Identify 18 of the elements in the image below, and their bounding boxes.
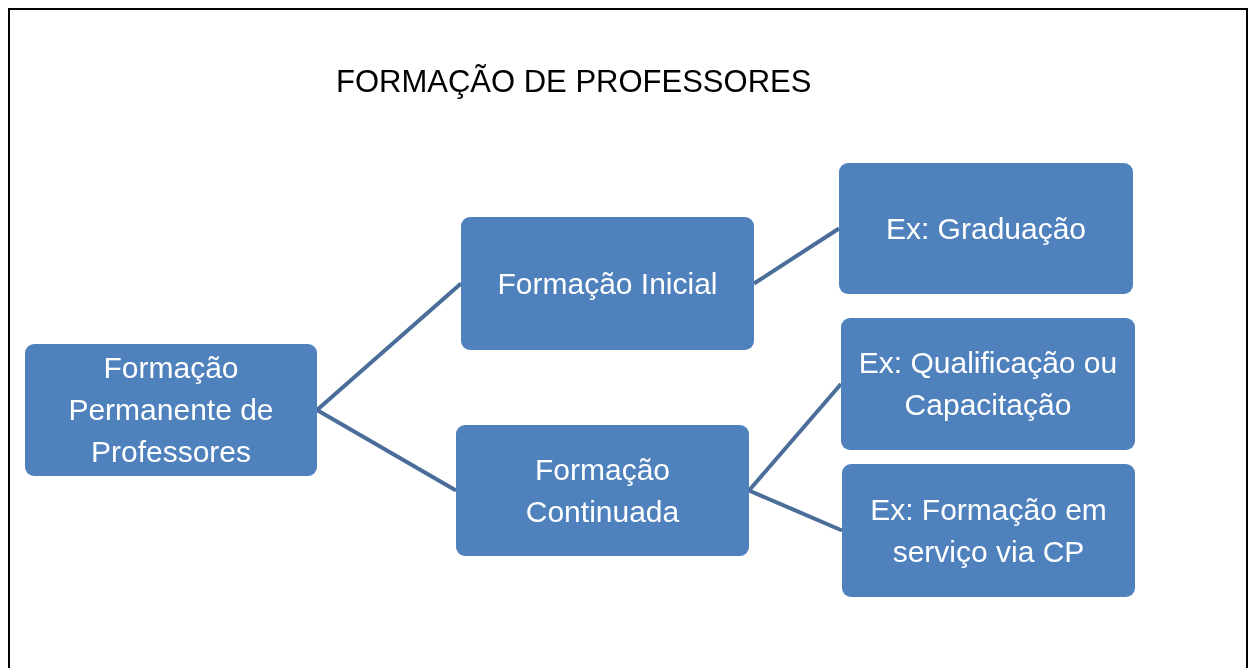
connector-line (752, 226, 841, 286)
diagram-title: FORMAÇÃO DE PROFESSORES (336, 64, 812, 100)
connector-line (747, 382, 843, 492)
process-box (842, 464, 1135, 597)
connector-line (748, 488, 843, 533)
box-label: Formação Continuada (524, 451, 681, 530)
box-label: Ex: Qualificação ou Capacitação (857, 345, 1119, 423)
box-label: Ex: Graduação (885, 210, 1087, 247)
process-box (841, 318, 1135, 450)
box-label: Formação Permanente de Professores (67, 350, 275, 470)
connector-line (316, 408, 457, 493)
process-box (839, 163, 1133, 294)
process-box (456, 425, 749, 556)
connector-line (315, 282, 463, 412)
process-box (461, 217, 754, 350)
box-label: Ex: Formação em serviço via CP (869, 491, 1108, 570)
box-label: Formação Inicial (497, 265, 718, 302)
process-box (25, 344, 317, 476)
